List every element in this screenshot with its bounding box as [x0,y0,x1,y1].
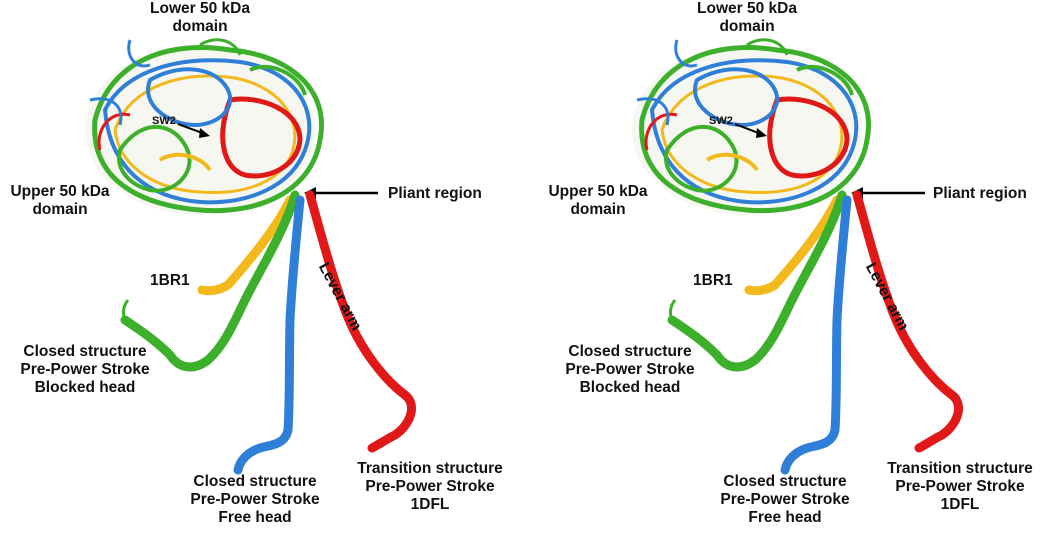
sw2-arrow [734,123,767,138]
label-upper-50kda-domain: Upper 50 kDa domain [0,183,120,219]
myosin-structure-overlay [632,38,963,475]
lever-arm-yellow-1br1 [197,195,295,296]
lower-50kda-line1: Lower 50 kDa [150,0,250,17]
label-blocked-head: Closed structure Pre-Power Stroke Blocke… [10,343,160,397]
blocked-head-line3: Blocked head [579,379,681,396]
transition-line3: 1DFL [940,496,980,513]
lower-50kda-line2: domain [172,18,228,35]
free-head-line1: Closed structure [723,473,847,490]
transition-line2: Pre-Power Stroke [895,478,1025,495]
label-pliant-region: Pliant region [388,185,482,202]
label-sw2: SW2 [709,115,733,127]
label-lower-50kda-domain: Lower 50 kDa domain [125,0,275,36]
upper-50kda-line1: Upper 50 kDa [548,183,648,200]
upper-50kda-line2: domain [570,201,626,218]
lower-50kda-line2: domain [719,18,775,35]
lever-arm-green-blocked [120,190,300,372]
label-lower-50kda-domain: Lower 50 kDa domain [672,0,822,36]
label-sw2: SW2 [152,115,176,127]
label-1br1: 1BR1 [693,272,733,289]
transition-line1: Transition structure [357,460,503,477]
motor-domain-ribbons [632,38,871,215]
lever-arm-blue-free [780,195,852,475]
upper-50kda-line2: domain [32,201,88,218]
myosin-structure-overlay [85,38,416,475]
blocked-head-line1: Closed structure [23,343,147,360]
label-free-head: Closed structure Pre-Power Stroke Free h… [710,473,860,527]
lever-arm-red-1dfl [852,190,963,453]
blocked-head-line3: Blocked head [34,379,136,396]
blocked-head-line1: Closed structure [568,343,692,360]
upper-50kda-line1: Upper 50 kDa [10,183,110,200]
label-blocked-head: Closed structure Pre-Power Stroke Blocke… [555,343,705,397]
blocked-head-line2: Pre-Power Stroke [20,361,150,378]
label-pliant-region: Pliant region [933,185,1027,202]
free-head-line3: Free head [748,509,822,526]
lever-arm-yellow-1br1 [744,195,842,296]
label-transition-structure: Transition structure Pre-Power Stroke 1D… [340,460,520,514]
lever-arm-red-1dfl [305,190,416,453]
stereo-panel-left: Lower 50 kDa domain Upper 50 kDa domain … [0,0,520,527]
label-free-head: Closed structure Pre-Power Stroke Free h… [180,473,330,527]
motor-domain-ribbons [85,38,324,215]
label-upper-50kda-domain: Upper 50 kDa domain [538,183,658,219]
transition-line3: 1DFL [410,496,450,513]
free-head-line2: Pre-Power Stroke [720,491,850,508]
transition-line1: Transition structure [887,460,1033,477]
stereo-panel-right: Lower 50 kDa domain Upper 50 kDa domain … [525,0,1050,534]
free-head-line2: Pre-Power Stroke [190,491,320,508]
label-1br1: 1BR1 [150,272,190,289]
sw2-arrow [177,123,210,138]
lever-arm-green-blocked [667,190,847,372]
transition-line2: Pre-Power Stroke [365,478,495,495]
lower-50kda-line1: Lower 50 kDa [697,0,797,17]
free-head-line1: Closed structure [193,473,317,490]
lever-arm-blue-free [233,195,305,475]
blocked-head-line2: Pre-Power Stroke [565,361,695,378]
label-transition-structure: Transition structure Pre-Power Stroke 1D… [870,460,1050,514]
free-head-line3: Free head [218,509,292,526]
